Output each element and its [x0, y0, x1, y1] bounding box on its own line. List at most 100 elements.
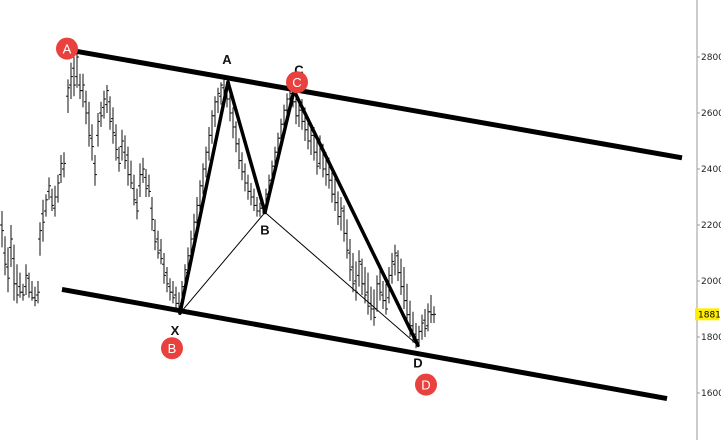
circle-marker-label: A: [63, 42, 72, 57]
ohlc-bar: [93, 155, 97, 186]
ohlc-bar: [255, 197, 259, 217]
ohlc-bar: [12, 244, 16, 301]
ohlc-bar: [339, 197, 343, 231]
circle-marker-b: B: [161, 337, 183, 360]
ohlc-bar: [102, 90, 106, 119]
ohlc-bar: [366, 272, 370, 315]
ohlc-bar: [348, 239, 352, 281]
ohlc-bar: [360, 258, 364, 295]
price-bars: [0, 48, 436, 349]
ohlc-bar: [62, 152, 66, 178]
ohlc-bar: [84, 90, 88, 125]
ohlc-bar: [36, 281, 40, 304]
ohlc-bar: [165, 267, 169, 293]
ohlc-bar: [315, 141, 319, 175]
ohlc-bar: [144, 169, 148, 197]
ohlc-bar: [72, 57, 76, 97]
ohlc-bar: [252, 188, 256, 211]
ohlc-bar: [38, 222, 42, 256]
ohlc-bar: [6, 247, 10, 293]
ohlc-bar: [59, 155, 63, 183]
ohlc-bar: [156, 230, 160, 259]
upper-channel-line: [76, 48, 683, 161]
ohlc-bar: [81, 73, 85, 108]
tick-label: 1600: [701, 389, 721, 399]
ohlc-bar: [111, 107, 115, 144]
current-price-value: 1881: [698, 310, 721, 320]
ohlc-bar: [87, 101, 91, 147]
tick-label: 2400: [701, 165, 721, 175]
ohlc-bar: [216, 87, 220, 113]
ohlc-bar: [33, 286, 37, 307]
ohlc-bar: [162, 253, 166, 284]
pattern-point-label: X: [171, 323, 180, 338]
ohlc-bar: [69, 62, 73, 99]
ohlc-bar: [429, 295, 433, 323]
circle-marker-bg: [286, 71, 308, 94]
pattern-leg-CD: [292, 88, 420, 348]
tick-label: 1800: [701, 333, 721, 343]
pattern-point-label: A: [222, 52, 232, 67]
tick-label: 2600: [701, 109, 721, 119]
ohlc-bar: [420, 314, 424, 340]
ohlc-bar: [141, 157, 145, 183]
ohlc-bar: [399, 258, 403, 295]
ohlc-bar: [426, 303, 430, 332]
ohlc-bar: [342, 205, 346, 242]
ohlc-bar: [108, 96, 112, 130]
ohlc-bar: [56, 174, 60, 203]
ohlc-bar: [234, 121, 238, 153]
pattern-thin-leg: [264, 212, 419, 346]
ohlc-bar: [402, 267, 406, 309]
circle-markers: A B C D: [56, 37, 437, 396]
ohlc-bar: [138, 163, 142, 197]
ohlc-bar: [129, 160, 133, 189]
lower-channel-line: [61, 286, 668, 402]
circle-marker-bg: [415, 373, 437, 396]
ohlc-bar: [41, 199, 45, 242]
circle-marker-d: D: [415, 373, 437, 396]
ohlc-bar: [396, 250, 400, 281]
tick-label: 2000: [701, 277, 721, 287]
current-price-tag: 1881: [695, 308, 721, 321]
ohlc-bar: [210, 110, 214, 144]
ohlc-bar: [150, 197, 154, 231]
tick-label: 2200: [701, 221, 721, 231]
ohlc-bar: [9, 225, 13, 267]
ohlc-bar: [384, 283, 388, 315]
ohlc-bar: [336, 191, 340, 225]
ohlc-bar: [171, 281, 175, 304]
ohlc-bar: [120, 129, 124, 161]
ohlc-bar: [18, 272, 22, 298]
ohlc-bar: [357, 250, 361, 287]
ohlc-bar: [47, 177, 51, 200]
circle-marker-label: D: [421, 378, 430, 393]
circle-marker-c: C: [286, 71, 308, 94]
ohlc-bar: [378, 269, 382, 301]
ohlc-bar: [207, 127, 211, 161]
pattern-leg-BC: [263, 88, 296, 215]
ohlc-bar: [99, 101, 103, 127]
ohlc-bar: [78, 73, 82, 99]
channel-lines: [61, 48, 683, 402]
ohlc-bar: [375, 275, 379, 312]
ohlc-bar: [0, 211, 4, 248]
pattern-point-label: C: [294, 63, 304, 78]
ohlc-bar: [423, 309, 427, 337]
ohlc-bar: [351, 253, 355, 293]
circle-marker-bg: [56, 37, 78, 60]
ohlc-bar: [123, 135, 127, 169]
ohlc-bar: [153, 219, 157, 251]
ohlc-bar: [243, 163, 247, 192]
ohlc-bar: [3, 236, 7, 276]
ohlc-bar: [44, 194, 48, 217]
pattern-point-label: B: [260, 222, 269, 237]
ohlc-bar: [132, 174, 136, 206]
ohlc-bar: [390, 253, 394, 284]
ohlc-bar: [66, 79, 70, 113]
ohlc-bar: [246, 174, 250, 200]
ohlc-bar: [126, 146, 130, 186]
ohlc-bar: [50, 188, 54, 211]
